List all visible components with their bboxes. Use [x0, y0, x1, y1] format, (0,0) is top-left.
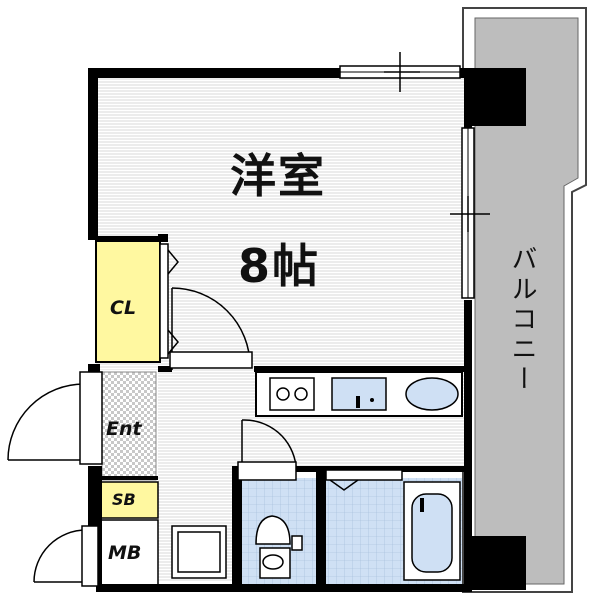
western-room-size-label: 8帖 — [238, 239, 321, 293]
walls — [88, 68, 526, 592]
washroom — [326, 478, 402, 584]
balcony-label: バルコニー — [507, 245, 537, 395]
toilet — [255, 515, 303, 579]
entrance-label: Ent — [106, 418, 142, 440]
meter-box-label: MB — [108, 542, 142, 564]
western-room-label: 洋室 — [230, 149, 326, 203]
room-door — [169, 287, 253, 370]
washroom-door — [325, 469, 403, 491]
balcony-window — [450, 127, 490, 299]
closet-label: CL — [110, 297, 137, 319]
laundry-pan — [171, 525, 227, 579]
toilet-door — [237, 419, 297, 481]
shoe-box-label: SB — [112, 490, 136, 509]
kitchen-counter — [255, 371, 463, 417]
meter-box-door — [33, 525, 99, 587]
bathtub — [403, 481, 461, 581]
top-window — [339, 52, 461, 92]
entrance-door — [7, 371, 103, 465]
